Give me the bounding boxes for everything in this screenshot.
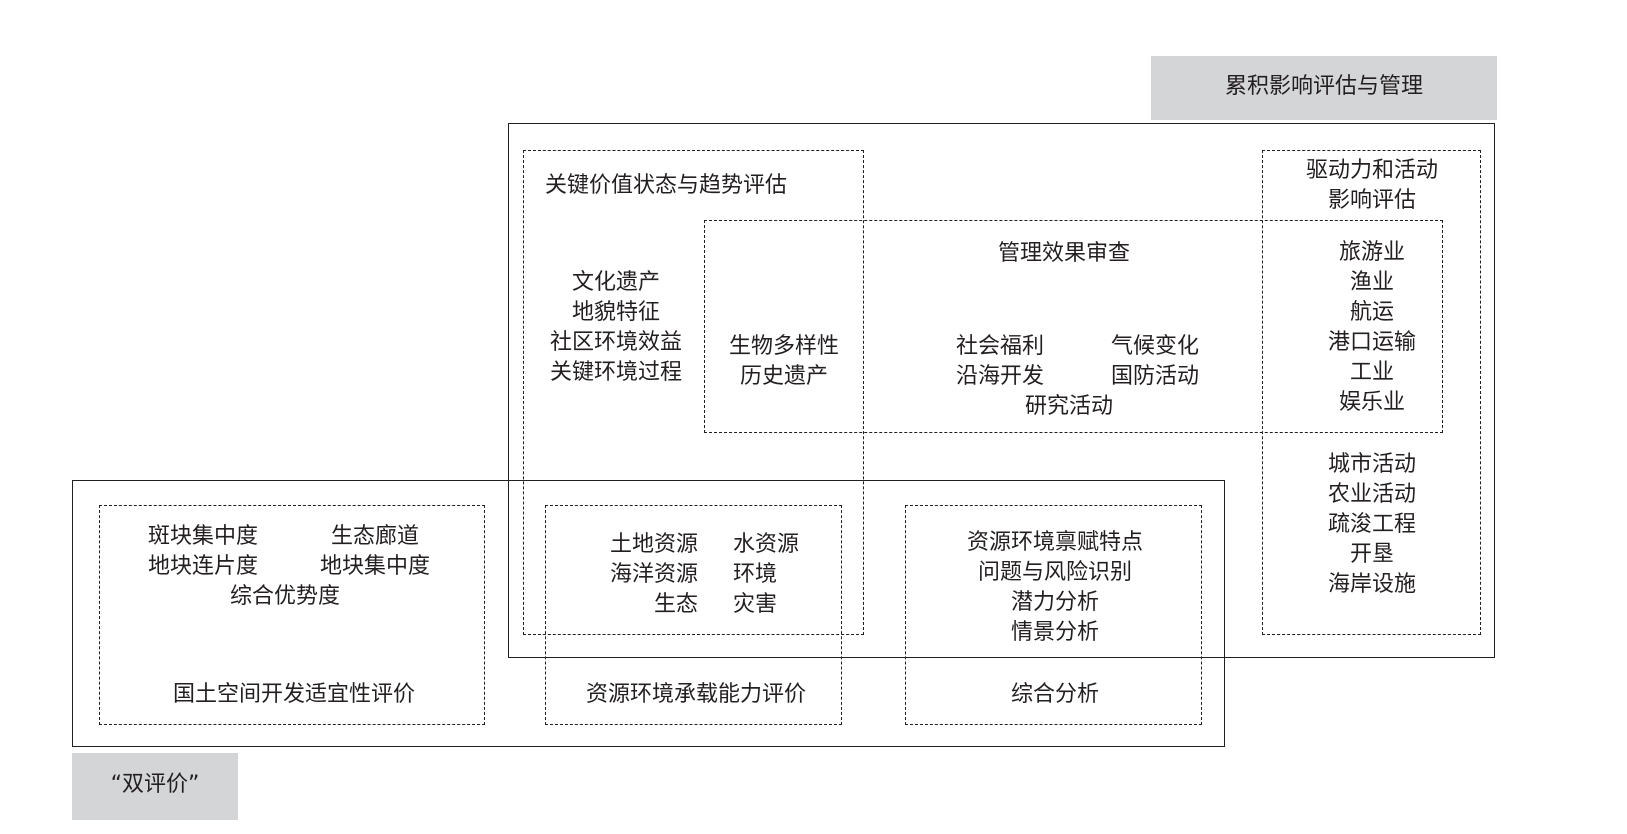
cumulative-impact-frame <box>508 123 1495 658</box>
overlap-items: 生物多样性 历史遗产 <box>712 332 856 392</box>
capacity-item: 水资源 <box>733 532 800 557</box>
capacity-col1: 土地资源 海洋资源 生态 <box>578 530 698 620</box>
management-item: 气候变化 <box>1110 334 1199 359</box>
driver-title-line: 影响评估 <box>1327 188 1416 213</box>
capacity-box <box>545 505 842 725</box>
key-value-item: 关键环境过程 <box>549 360 682 385</box>
management-item: 国防活动 <box>1110 364 1199 389</box>
driver-inner-item: 娱乐业 <box>1338 390 1405 415</box>
synthesis-box <box>905 505 1202 725</box>
driver-inner-item: 港口运输 <box>1327 330 1416 355</box>
driver-inner-items: 旅游业 渔业 航运 港口运输 工业 娱乐业 <box>1302 238 1442 418</box>
capacity-item: 生态 <box>653 592 698 617</box>
management-review-box <box>704 220 1443 433</box>
driver-outer-items: 城市活动 农业活动 疏浚工程 开垦 海岸设施 <box>1302 450 1442 600</box>
management-review-title: 管理效果审查 <box>997 241 1130 266</box>
synthesis-item: 潜力分析 <box>1010 590 1099 615</box>
driver-inner-item: 旅游业 <box>1338 240 1405 265</box>
driver-inner-item: 工业 <box>1349 360 1394 385</box>
key-value-item: 文化遗产 <box>571 270 660 295</box>
management-col1: 社会福利 沿海开发 <box>935 332 1065 392</box>
driver-impact-box <box>1262 150 1481 635</box>
overlap-item: 历史遗产 <box>739 364 828 389</box>
suitability-item: 地块集中度 <box>319 554 430 579</box>
management-center-item: 研究活动 <box>1024 394 1113 419</box>
capacity-col2: 水资源 环境 灾害 <box>733 530 833 620</box>
key-value-title: 关键价值状态与趋势评估 <box>545 173 788 198</box>
management-item: 社会福利 <box>955 334 1044 359</box>
synthesis-items: 资源环境禀赋特点 问题与风险识别 潜力分析 情景分析 <box>930 528 1180 648</box>
key-value-items: 文化遗产 地貌特征 社区环境效益 关键环境过程 <box>532 268 700 388</box>
suitability-box <box>99 505 485 725</box>
key-value-box <box>523 150 864 635</box>
driver-outer-item: 疏浚工程 <box>1327 512 1416 537</box>
management-col2: 气候变化 国防活动 <box>1090 332 1220 392</box>
suitability-col1: 斑块集中度 地块连片度 <box>128 522 278 582</box>
capacity-title: 资源环境承载能力评价 <box>585 682 806 707</box>
synthesis-item: 问题与风险识别 <box>977 560 1132 585</box>
key-value-item: 地貌特征 <box>571 300 660 325</box>
driver-inner-item: 航运 <box>1349 300 1394 325</box>
suitability-item: 生态廊道 <box>330 524 419 549</box>
driver-outer-item: 城市活动 <box>1327 452 1416 477</box>
cumulative-impact-tag: 累积影响评估与管理 <box>1151 56 1497 120</box>
driver-impact-title: 驱动力和活动 影响评估 <box>1272 156 1472 216</box>
driver-inner-item: 渔业 <box>1349 270 1394 295</box>
capacity-item: 灾害 <box>733 592 778 617</box>
dual-evaluation-tag: “双评价” <box>72 753 238 820</box>
management-item: 沿海开发 <box>955 364 1044 389</box>
dual-evaluation-frame <box>72 480 1225 747</box>
driver-outer-item: 开垦 <box>1349 542 1394 567</box>
driver-outer-item: 海岸设施 <box>1327 572 1416 597</box>
driver-outer-item: 农业活动 <box>1327 482 1416 507</box>
driver-title-line: 驱动力和活动 <box>1305 158 1438 183</box>
synthesis-item: 情景分析 <box>1010 620 1099 645</box>
synthesis-item: 资源环境禀赋特点 <box>966 530 1143 555</box>
suitability-item: 斑块集中度 <box>147 524 258 549</box>
capacity-item: 海洋资源 <box>609 562 698 587</box>
overlap-item: 生物多样性 <box>728 334 839 359</box>
synthesis-title: 综合分析 <box>1010 682 1099 707</box>
suitability-title: 国土空间开发适宜性评价 <box>172 682 415 707</box>
capacity-item: 环境 <box>733 562 778 587</box>
key-value-item: 社区环境效益 <box>549 330 682 355</box>
suitability-col2: 生态廊道 地块集中度 <box>300 522 450 582</box>
suitability-item: 地块连片度 <box>147 554 258 579</box>
suitability-center-item: 综合优势度 <box>229 584 340 609</box>
capacity-item: 土地资源 <box>609 532 698 557</box>
